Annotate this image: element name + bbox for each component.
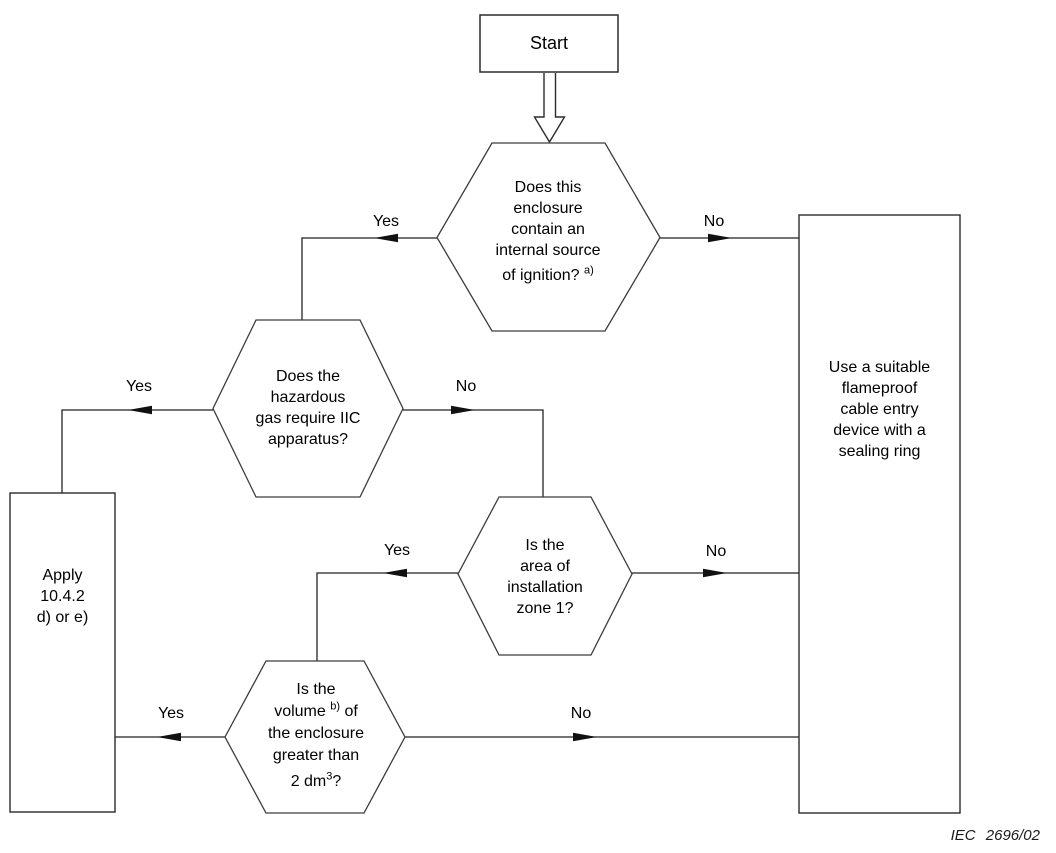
arrowhead-volume-no — [573, 732, 597, 742]
decision-gas-line: hazardous — [270, 389, 346, 406]
flameproof-box-shape — [798, 214, 961, 814]
decision-volume-line: greater than — [272, 747, 360, 764]
arrowhead-ignition-no — [708, 233, 732, 243]
decision-volume-line: 2 dm3? — [290, 770, 342, 790]
arrowhead-gas-yes — [128, 405, 152, 415]
decision-ignition-text: Does this enclosure contain an internal … — [438, 177, 658, 286]
apply-box-text: Apply 10.4.2 d) or e) — [12, 565, 113, 628]
label-ignition-yes: Yes — [372, 213, 400, 230]
start-node-label: Start — [529, 33, 568, 53]
arrowhead-zone-no — [703, 568, 727, 578]
label-volume-yes: Yes — [157, 705, 185, 722]
label-volume-no: No — [570, 705, 592, 722]
decision-zone-line: zone 1? — [516, 600, 574, 617]
arrowhead-zone-yes — [383, 568, 407, 578]
start-box-shape — [479, 14, 619, 73]
decision-zone-line: Is the — [525, 537, 565, 554]
figure-reference-caption: IEC 2696/02 — [950, 827, 1040, 844]
label-zone-yes: Yes — [383, 542, 411, 559]
decision-gas-hexagon — [212, 319, 404, 498]
flameproof-box-line: cable entry — [840, 401, 919, 418]
apply-box-line: d) or e) — [36, 609, 89, 626]
decision-ignition-line: contain an — [511, 221, 585, 238]
edge-ignition-yes — [301, 237, 437, 320]
decision-zone-line: area of — [520, 558, 570, 575]
apply-box-line: Apply — [42, 567, 83, 584]
flameproof-box-text: Use a suitable flameproof cable entry de… — [801, 357, 958, 462]
decision-gas-line: apparatus? — [267, 431, 349, 448]
flameproof-box-line: device with a — [833, 422, 926, 439]
decision-ignition-line: of ignition? a) — [502, 264, 594, 284]
label-gas-no: No — [455, 378, 477, 395]
edge-gas-no — [403, 409, 544, 497]
decision-volume-line: the enclosure — [267, 725, 365, 742]
arrowhead-volume-yes — [157, 732, 181, 742]
decision-gas-line: gas require IIC — [255, 410, 361, 427]
label-zone-no: No — [705, 543, 727, 560]
decision-gas-text: Does the hazardous gas require IIC appar… — [208, 366, 408, 450]
footnote-b-marker: b) — [330, 700, 340, 713]
label-ignition-no: No — [703, 213, 725, 230]
decision-gas-line: Does the — [275, 368, 341, 385]
footnote-a-marker: a) — [584, 264, 594, 277]
apply-box-line: 10.4.2 — [40, 588, 85, 605]
label-gas-yes: Yes — [125, 378, 153, 395]
decision-volume-line: Is the — [296, 681, 336, 698]
decision-ignition-line: enclosure — [513, 200, 583, 217]
decision-zone-text: Is the area of installation zone 1? — [445, 535, 645, 619]
decision-volume-line: volume b) of — [274, 700, 358, 720]
decision-volume-text: Is the volume b) of the enclosure greate… — [211, 679, 421, 793]
decision-ignition-line: internal source — [495, 242, 601, 259]
arrowhead-ignition-yes — [374, 233, 398, 243]
start-arrow — [533, 73, 566, 144]
decision-ignition-hexagon — [436, 142, 661, 332]
decision-volume-hexagon — [224, 660, 406, 814]
edge-zone-yes — [316, 572, 458, 661]
flameproof-box-line: flameproof — [841, 380, 918, 397]
decision-zone-line: installation — [507, 579, 583, 596]
cubed-superscript: 3 — [326, 770, 333, 783]
flameproof-box-line: Use a suitable — [828, 359, 931, 376]
edge-gas-yes — [61, 409, 213, 493]
decision-ignition-line: Does this — [514, 179, 582, 196]
flameproof-box-line: sealing ring — [838, 443, 921, 460]
decision-zone-hexagon — [457, 496, 633, 656]
apply-box-shape — [9, 492, 116, 813]
arrowhead-gas-no — [451, 405, 475, 415]
